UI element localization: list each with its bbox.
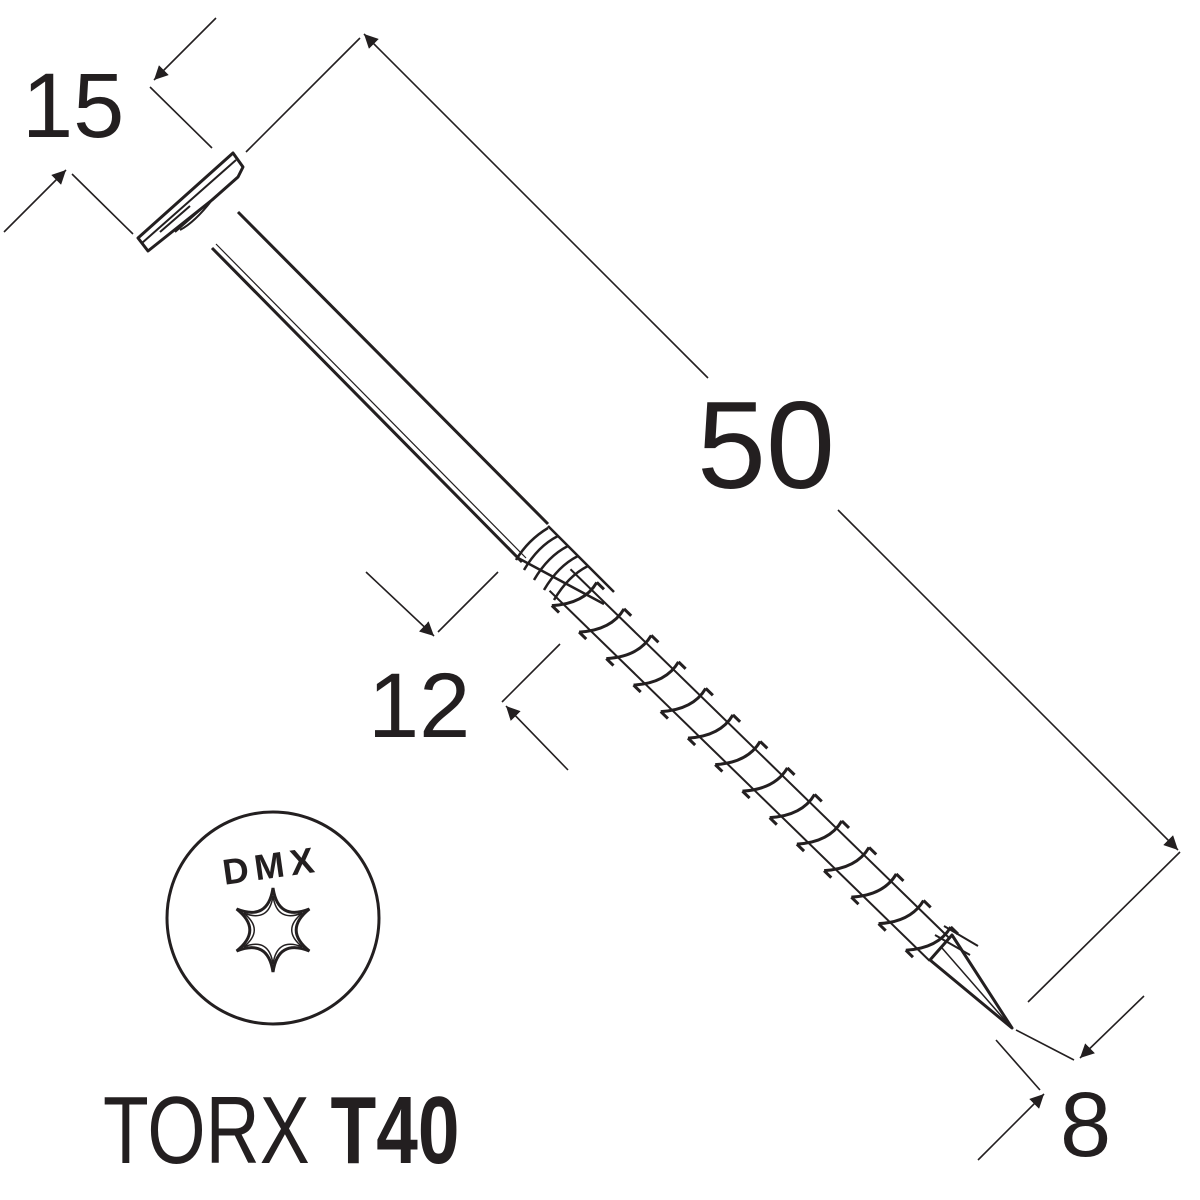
screw-head: [136, 151, 245, 253]
screw-tip: [928, 925, 1014, 1030]
unthreaded-label: 12: [368, 655, 470, 757]
thread-crest: [550, 581, 606, 614]
length-dimension: [245, 33, 1181, 1003]
head-diameter-label: 15: [22, 55, 124, 157]
unthreaded-dimension: [365, 571, 569, 771]
thread-crest: [823, 846, 878, 879]
thread-crest: [850, 872, 905, 906]
thread-crest: [714, 740, 769, 773]
screw: [136, 151, 1014, 1030]
thread-crest: [578, 607, 633, 641]
length-label: 50: [697, 377, 835, 515]
thread-diameter-label: 8: [1060, 1074, 1111, 1176]
screw-cutter-ribs: [514, 525, 615, 606]
thread-crest: [795, 819, 851, 853]
thread-crest: [741, 766, 796, 800]
head-marking-text: DMX: [220, 839, 323, 893]
thread-crest: [768, 793, 823, 826]
thread-crest: [632, 660, 687, 694]
thread-crest: [877, 899, 932, 932]
drive-type-label: TORX T40: [103, 1083, 459, 1179]
thread-crest: [686, 713, 742, 747]
thread-crest: [659, 687, 714, 720]
thread-diameter-dimension: [977, 995, 1145, 1161]
drive-prefix: TORX: [103, 1077, 310, 1184]
head-top-view: DMX: [165, 810, 381, 1026]
thread-core-line: [548, 590, 931, 962]
screw-thread: [548, 568, 959, 962]
head-diameter-dimension: [3, 17, 217, 235]
screw-shank: [210, 210, 550, 564]
thread-crest: [605, 634, 660, 667]
thread-core-line: [569, 568, 952, 940]
torx-drive-icon: [235, 887, 311, 973]
drive-size: T40: [330, 1077, 460, 1184]
